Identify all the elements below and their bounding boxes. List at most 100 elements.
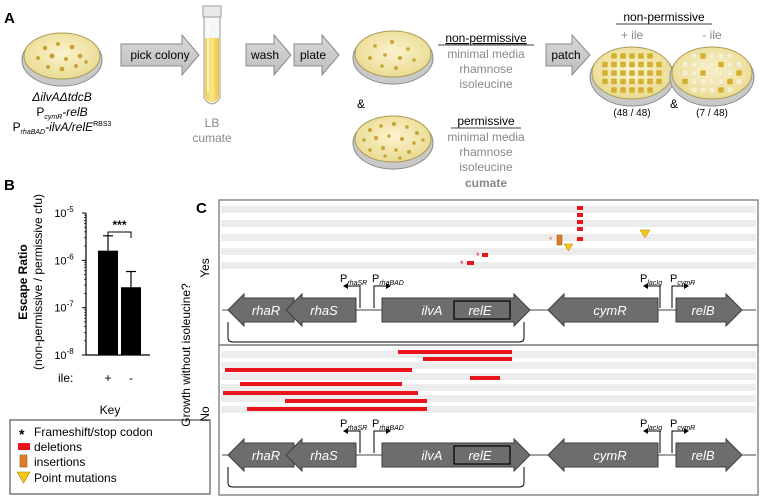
promoter-label: PcymR bbox=[670, 273, 695, 287]
ampersand-patch: & bbox=[670, 97, 678, 111]
arrow-label-pick: pick colony bbox=[130, 48, 189, 62]
yes-mutations: * * * bbox=[460, 206, 651, 269]
minus-ile-count: (7 / 48) bbox=[696, 108, 728, 119]
promoter-arrowhead bbox=[643, 283, 648, 289]
ampersand-plates: & bbox=[357, 97, 365, 111]
deletion-mark bbox=[223, 391, 418, 395]
x-tick-label: + bbox=[104, 371, 111, 385]
arrow-wash: wash bbox=[245, 33, 292, 77]
gene-rhaS bbox=[285, 437, 357, 473]
y-tick-label: 10-8 bbox=[54, 347, 74, 362]
patch-spot bbox=[718, 53, 725, 60]
patch-spot bbox=[611, 61, 617, 68]
frameshift-asterisk: * bbox=[460, 259, 464, 269]
patch-spot bbox=[709, 86, 716, 93]
patch-spot bbox=[691, 69, 698, 76]
perm-line-3: isoleucine bbox=[459, 160, 513, 174]
patch-spot bbox=[611, 53, 617, 59]
deletion-mark bbox=[470, 376, 500, 380]
key-asterisk-icon: * bbox=[19, 426, 25, 442]
promoter-label: PrhaBAD bbox=[372, 273, 404, 287]
patch-spot bbox=[691, 86, 698, 93]
key-insertion-icon bbox=[19, 454, 28, 468]
patch-spot bbox=[656, 61, 662, 68]
deletion-mark bbox=[240, 382, 402, 386]
y-tick-label: 10-6 bbox=[54, 252, 74, 267]
gene-label: relE bbox=[468, 303, 491, 318]
promoter-label: PcymR bbox=[670, 418, 695, 432]
gene-label: relE bbox=[468, 448, 491, 463]
promoter-arrowhead bbox=[684, 428, 689, 434]
patch-spot bbox=[620, 87, 626, 93]
gene-relB bbox=[675, 292, 743, 328]
key-box: Key * Frameshift/stop codon deletions in… bbox=[9, 403, 211, 495]
patch-spot bbox=[682, 78, 688, 85]
strain-line-3: PrhaBAD-ilvA/relERBS3 bbox=[13, 120, 112, 136]
key-deletion-icon bbox=[18, 443, 30, 450]
tube-label-2: cumate bbox=[192, 131, 232, 145]
patch-spot bbox=[691, 61, 698, 68]
x-tick-label: - bbox=[129, 371, 133, 385]
gene-label: relB bbox=[691, 303, 714, 318]
patch-spot bbox=[700, 70, 706, 76]
arrow-label-patch: patch bbox=[551, 48, 580, 62]
patch-spot bbox=[718, 87, 724, 93]
deletion-mark bbox=[577, 237, 583, 241]
patch-spot bbox=[629, 61, 635, 68]
deletion-mark bbox=[423, 357, 512, 361]
patch-spot bbox=[638, 78, 644, 85]
construct-bracket bbox=[227, 322, 525, 343]
gene-relE bbox=[453, 445, 511, 465]
yes-label: Yes bbox=[198, 258, 212, 278]
gene-label: ilvA bbox=[422, 303, 443, 318]
panel-c-yaxis: Growth without isoleucine? bbox=[179, 283, 193, 427]
construct-bracket bbox=[227, 467, 525, 488]
patch-spot bbox=[656, 70, 662, 76]
patch-result-title: non-permissive bbox=[623, 10, 705, 24]
perm-line-1: minimal media bbox=[447, 130, 525, 144]
promoter-label: PlacIq bbox=[640, 418, 662, 432]
key-title: Key bbox=[100, 403, 121, 417]
point-mutation-mark bbox=[639, 229, 651, 239]
deletion-mark bbox=[577, 213, 583, 217]
patch-spot bbox=[736, 61, 743, 68]
patch-spot bbox=[602, 70, 608, 76]
promoter-arrowhead bbox=[343, 283, 348, 289]
patch-spot bbox=[620, 53, 626, 59]
promoter-arrowhead bbox=[643, 428, 648, 434]
promoter-arrow bbox=[671, 285, 684, 308]
patch-spot bbox=[620, 78, 626, 85]
nonpermissive-title: non-permissive bbox=[445, 31, 527, 45]
perm-line-cumate: cumate bbox=[465, 176, 507, 190]
plus-ile-label: + ile bbox=[621, 28, 644, 42]
deletion-mark bbox=[285, 399, 427, 403]
petri-dish-plus-ile bbox=[589, 46, 675, 107]
patch-spot bbox=[638, 53, 644, 59]
deletion-mark bbox=[577, 206, 583, 210]
patch-spot bbox=[638, 87, 644, 93]
deletion-mark bbox=[577, 220, 583, 224]
patch-spot bbox=[700, 78, 707, 85]
arrow-label-wash: wash bbox=[250, 48, 279, 62]
promoter-arrowhead bbox=[343, 428, 348, 434]
promoter-arrow bbox=[648, 430, 661, 453]
yes-stripes bbox=[221, 206, 756, 269]
promoter-label: PrhaBAD bbox=[372, 418, 404, 432]
patch-spot bbox=[736, 70, 742, 76]
gene-label: cymR bbox=[593, 303, 626, 318]
perm-line-2: rhamnose bbox=[459, 145, 513, 159]
patch-spot bbox=[629, 70, 635, 76]
patch-spot bbox=[647, 53, 653, 59]
key-label-deletions: deletions bbox=[34, 440, 82, 454]
patch-spot bbox=[700, 53, 706, 59]
patch-spot bbox=[727, 86, 734, 93]
gene-ilvA bbox=[381, 437, 531, 473]
gene-cymR bbox=[547, 437, 659, 473]
deletion-mark bbox=[482, 253, 488, 257]
promoter-label: PrhaSR bbox=[340, 418, 367, 432]
patch-spot bbox=[620, 61, 626, 68]
y-tick-label: 10-7 bbox=[54, 300, 74, 315]
patch-spot bbox=[629, 87, 635, 93]
